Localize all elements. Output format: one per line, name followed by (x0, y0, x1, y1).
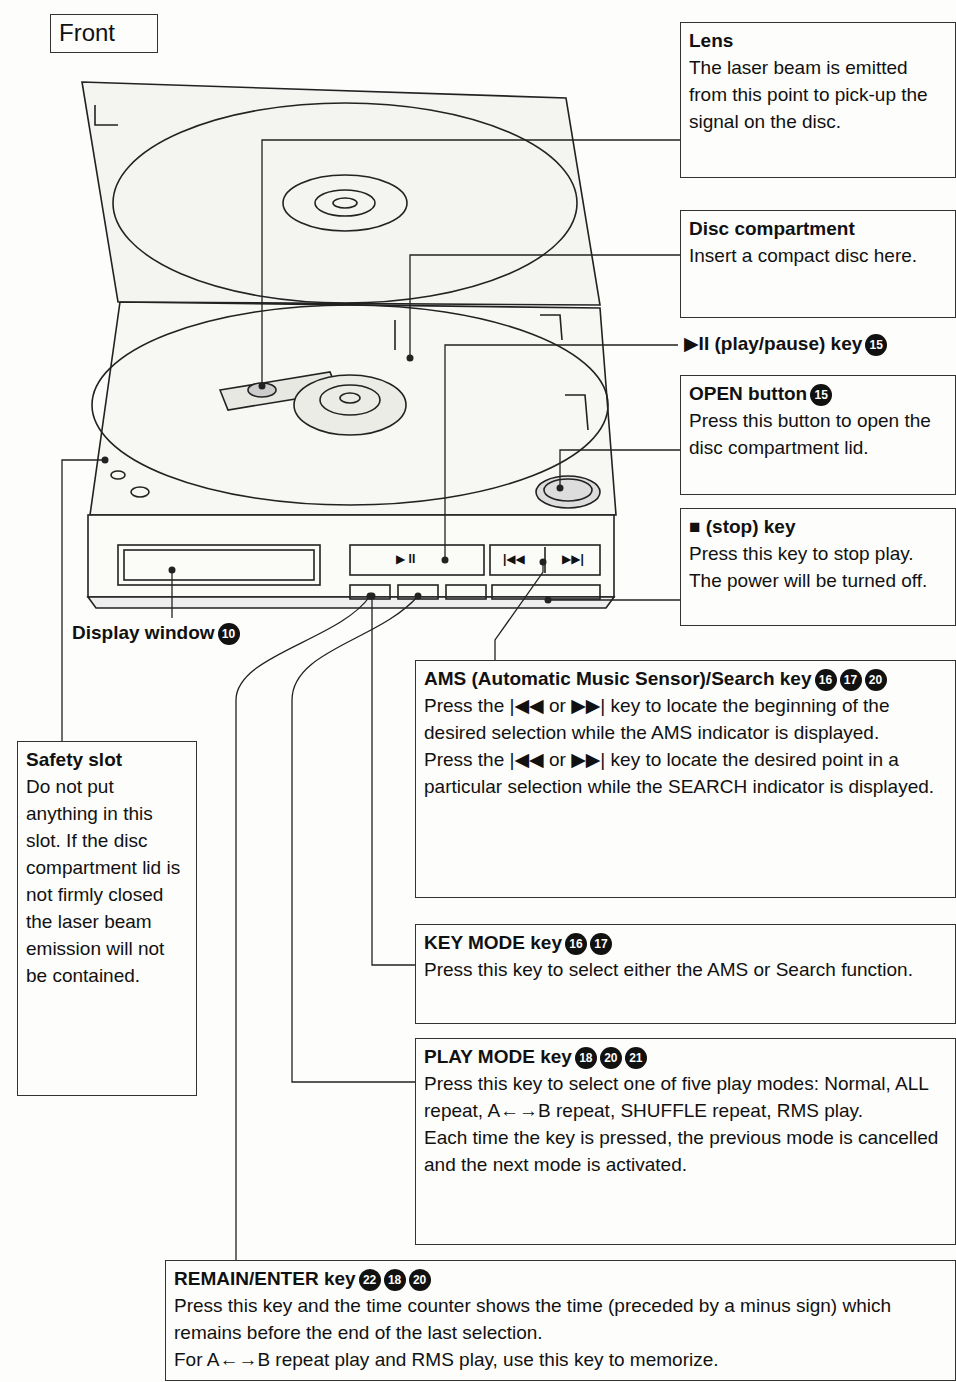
callout-heading: PLAY MODE key182021 (424, 1044, 947, 1071)
next-button-symbol: ▶▶| (562, 552, 584, 566)
callout-number: 20 (600, 1047, 622, 1069)
body-text: Press this button to open the disc compa… (689, 410, 931, 458)
callout-number: 18 (384, 1269, 406, 1291)
callout-heading: Lens (689, 28, 947, 55)
body-text: Each time the key is pressed, the previo… (424, 1127, 938, 1175)
stop-key-callout: ■ (stop) keyPress this key to stop play.… (680, 508, 956, 626)
callout-number: 18 (575, 1047, 597, 1069)
callout-body: Press the |◀◀ or ▶▶| key to locate the d… (424, 747, 947, 801)
remain-enter-callout: REMAIN/ENTER key221820Press this key and… (165, 1260, 956, 1381)
callout-heading: OPEN button15 (689, 381, 947, 408)
heading-text: AMS (Automatic Music Sensor)/Search key (424, 668, 812, 689)
lens-callout: LensThe laser beam is emitted from this … (680, 22, 956, 178)
callout-heading: Safety slot (26, 747, 188, 774)
callout-heading: AMS (Automatic Music Sensor)/Search key1… (424, 666, 947, 693)
play-mode-callout: PLAY MODE key182021Press this key to sel… (415, 1038, 956, 1245)
disc-compartment-callout: Disc compartmentInsert a compact disc he… (680, 210, 956, 318)
body-text: Press this key to select one of five pla… (424, 1073, 928, 1121)
callout-number: 10 (218, 623, 240, 645)
callout-heading: KEY MODE key1617 (424, 930, 947, 957)
callout-body: Press this key to stop play. The power w… (689, 541, 947, 595)
heading-text: PLAY MODE key (424, 1046, 572, 1067)
heading-text: Lens (689, 30, 733, 51)
body-text: Press this key to stop play. The power w… (689, 543, 927, 591)
play-pause-key-label: ▶II (play/pause) key15 (682, 332, 889, 356)
callout-number: 20 (409, 1269, 431, 1291)
heading-text: OPEN button (689, 383, 807, 404)
callout-number: 22 (359, 1269, 381, 1291)
ams-search-key-callout: AMS (Automatic Music Sensor)/Search key1… (415, 660, 956, 898)
callout-number: 17 (840, 669, 862, 691)
view-tag: Front (50, 14, 158, 53)
callout-heading: Disc compartment (689, 216, 947, 243)
callout-number: 15 (810, 384, 832, 406)
safety-slot-callout: Safety slot Do not put anything in this s… (17, 741, 197, 1096)
heading-text: Disc compartment (689, 218, 855, 239)
callout-body: Insert a compact disc here. (689, 243, 947, 270)
body-text: Press this key and the time counter show… (174, 1295, 891, 1343)
body-text: Insert a compact disc here. (689, 245, 917, 266)
callout-body: For A←→B repeat play and RMS play, use t… (174, 1347, 947, 1374)
label-text: Display window (72, 622, 215, 643)
body-text: Press the |◀◀ or ▶▶| key to locate the b… (424, 695, 889, 743)
callout-heading: REMAIN/ENTER key221820 (174, 1266, 947, 1293)
callout-number: 16 (815, 669, 837, 691)
callout-body: Press this key to select one of five pla… (424, 1071, 947, 1125)
heading-text: REMAIN/ENTER key (174, 1268, 356, 1289)
callout-body: The laser beam is emitted from this poin… (689, 55, 947, 136)
callout-body: Press the |◀◀ or ▶▶| key to locate the b… (424, 693, 947, 747)
body-text: Do not put anything in this slot. If the… (26, 776, 180, 986)
callout-body: Press this key to select either the AMS … (424, 957, 947, 984)
callout-body: Each time the key is pressed, the previo… (424, 1125, 947, 1179)
callout-body: Do not put anything in this slot. If the… (26, 774, 188, 990)
body-text: For A←→B repeat play and RMS play, use t… (174, 1349, 719, 1370)
heading-text: ■ (stop) key (689, 516, 796, 537)
callout-number: 17 (590, 933, 612, 955)
callout-number: 16 (565, 933, 587, 955)
play-pause-button-symbol: ▶ II (396, 552, 415, 566)
heading-text: Front (59, 19, 115, 46)
callout-number: 15 (865, 334, 887, 356)
heading-text: KEY MODE key (424, 932, 562, 953)
body-text: Press the |◀◀ or ▶▶| key to locate the d… (424, 749, 934, 797)
callout-number: 20 (865, 669, 887, 691)
prev-button-symbol: |◀◀ (503, 552, 525, 566)
callout-number: 21 (625, 1047, 647, 1069)
key-mode-callout: KEY MODE key1617Press this key to select… (415, 924, 956, 1024)
body-text: The laser beam is emitted from this poin… (689, 57, 928, 132)
heading-text: Safety slot (26, 749, 122, 770)
callout-body: Press this button to open the disc compa… (689, 408, 947, 462)
callout-body: Press this key and the time counter show… (174, 1293, 947, 1347)
open-button-callout: OPEN button15Press this button to open t… (680, 375, 956, 495)
callout-heading: ■ (stop) key (689, 514, 947, 541)
callout-heading: Front (59, 20, 149, 46)
body-text: Press this key to select either the AMS … (424, 959, 913, 980)
label-text: ▶II (play/pause) key (684, 333, 862, 354)
display-window-label: Display window10 (70, 622, 242, 645)
